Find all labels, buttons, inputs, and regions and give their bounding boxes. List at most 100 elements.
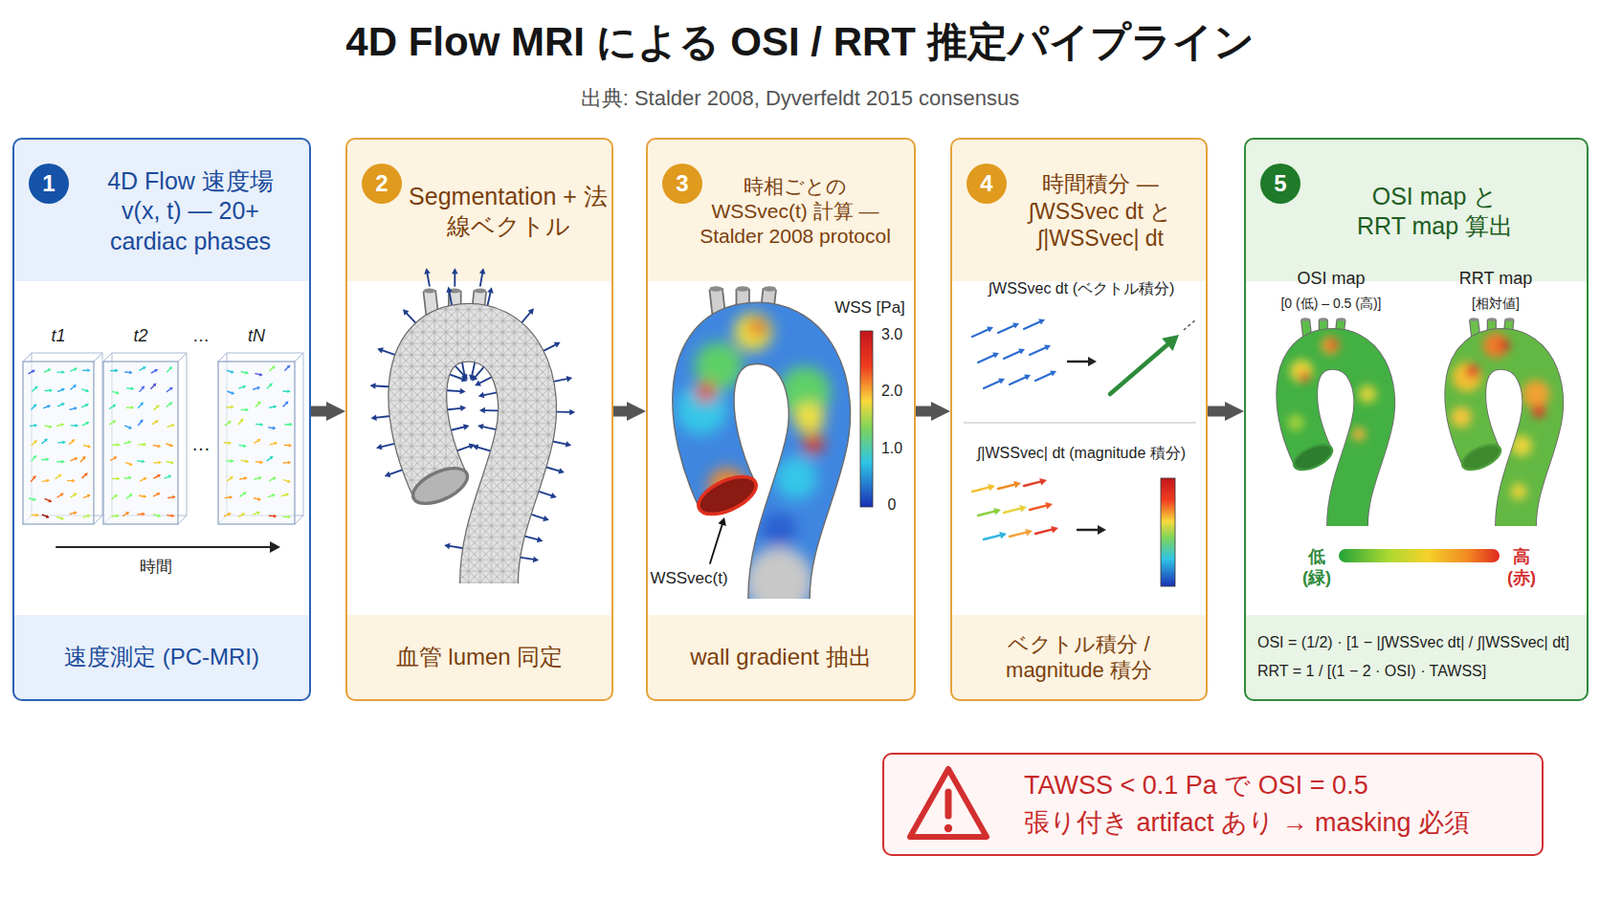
velocity-vector-head	[112, 404, 117, 409]
velocity-vector-head	[128, 425, 133, 430]
callout-number: 5	[1273, 172, 1287, 196]
velocity-vector	[167, 368, 171, 372]
velocity-vector-head	[257, 439, 262, 444]
velocity-vector-head	[157, 513, 162, 518]
wss-spot	[802, 433, 824, 455]
normal-vector-head	[402, 309, 409, 316]
velocity-vector	[253, 498, 258, 500]
velocity-vector-head	[285, 400, 289, 405]
flow-arrow	[1207, 406, 1225, 418]
velocity-vector	[151, 385, 155, 389]
velocity-vector	[282, 494, 287, 496]
velocity-vector	[138, 422, 142, 426]
wss-magnitude-vector-head	[1050, 526, 1059, 534]
step-number: 1	[28, 163, 69, 204]
velocity-vector	[67, 480, 72, 482]
warning-triangle	[910, 769, 987, 838]
panel-title: Segmentation + 法線ベクトル	[408, 181, 608, 243]
normal-vector	[381, 444, 394, 447]
velocity-vector	[255, 461, 260, 464]
velocity-vector-head	[288, 461, 292, 466]
velocity-vector-head	[32, 455, 37, 460]
callout-number: 1	[42, 172, 55, 196]
velocity-vector-head	[33, 440, 38, 445]
normal-vector	[450, 375, 463, 379]
velocity-vector-head	[227, 512, 232, 517]
wss-spot	[1451, 361, 1482, 392]
panel-body	[952, 281, 1206, 616]
velocity-vector	[252, 512, 257, 514]
normal-vector-head	[376, 444, 383, 450]
normal-vector-head	[474, 380, 482, 387]
page-title: 4D Flow MRI による OSI / RRT 推定パイプライン	[345, 15, 1254, 69]
colorbar-tick-box: 2.0	[881, 381, 903, 400]
velocity-vector	[226, 460, 231, 463]
velocity-vector	[112, 444, 117, 446]
result-arrow	[1067, 360, 1089, 364]
velocity-vector	[126, 495, 131, 499]
integral-label-box: ∫WSSvec dt (ベクトル積分)	[988, 279, 1176, 298]
colorbar-title-box: WSS [Pa]	[834, 298, 906, 318]
velocity-vector	[241, 409, 245, 412]
wss-magnitude-vector-head	[993, 508, 1001, 515]
process-panel: 5OSI map と RRT map 算出OSI = (1/2) · [1 − …	[1244, 137, 1589, 702]
velocity-vector-head	[287, 364, 291, 369]
velocity-vector	[125, 371, 130, 374]
normal-vector-head	[542, 515, 550, 522]
velocity-vector-head	[128, 441, 133, 445]
velocity-vector	[140, 479, 145, 482]
velocity-vector-head	[131, 405, 135, 410]
velocity-vector	[254, 478, 259, 480]
velocity-vector-head	[62, 370, 67, 375]
vessel-surface	[598, 237, 874, 634]
colorbar-tick-box: 1.0	[881, 439, 903, 458]
velocity-vector-head	[73, 457, 78, 462]
velocity-vector-head	[128, 476, 133, 481]
velocity-vector	[226, 370, 231, 372]
panel-title: 時間積分 — ∫WSSvec dt と ∫|WSSvec| dt	[1009, 170, 1192, 253]
flow-arrow	[915, 406, 932, 418]
normal-vector	[449, 291, 452, 305]
normal-vector	[477, 447, 489, 452]
map-range-box: [0 (低) – 0.5 (高)]	[1280, 295, 1381, 312]
velocity-vector	[137, 513, 142, 516]
velocity-vector	[125, 425, 130, 428]
panel-band	[12, 137, 312, 702]
scale-label-box: 低 (緑)	[1302, 547, 1332, 589]
panel-header: OSI map と RRT map 算出	[1351, 139, 1519, 284]
normal-vector	[376, 416, 389, 418]
velocity-vector	[57, 371, 62, 373]
velocity-vector	[55, 476, 60, 480]
velocity-vector-head	[87, 514, 91, 519]
wss-spot	[1511, 484, 1528, 501]
velocity-vector	[44, 424, 49, 427]
velocity-vector-head	[84, 472, 89, 477]
velocity-vector-head	[241, 512, 245, 516]
voxel-box-edge	[218, 353, 227, 362]
panel-title: 時相ごとの WSSvec(t) 計算 — Stalder 2008 protoc…	[695, 174, 895, 250]
velocity-vector	[138, 444, 143, 446]
step-number: 3	[662, 163, 703, 204]
velocity-vector-head	[288, 422, 293, 427]
wss-vector-head	[1049, 370, 1057, 377]
velocity-vector	[57, 516, 62, 518]
normal-vector-head	[463, 423, 470, 430]
velocity-vector	[123, 513, 128, 517]
wss-vector-head	[986, 326, 994, 333]
normal-vector-head	[471, 375, 478, 382]
wss-spot	[1288, 415, 1305, 432]
velocity-vector-head	[244, 371, 249, 376]
velocity-vector-head	[244, 476, 248, 481]
velocity-vector-head	[87, 494, 91, 498]
normal-vector-head	[445, 287, 452, 293]
normal-vector-head	[479, 407, 486, 415]
normal-vector-head	[384, 471, 392, 478]
panel-footer-text: ベクトル積分 / magnitude 積分	[971, 631, 1187, 685]
velocity-vector	[126, 406, 131, 409]
wss-vector-head	[1018, 348, 1025, 355]
velocity-vector-head	[170, 461, 175, 466]
normal-vector-head	[472, 444, 480, 450]
velocity-vector	[124, 477, 129, 480]
voxel-box-edge	[93, 353, 103, 362]
